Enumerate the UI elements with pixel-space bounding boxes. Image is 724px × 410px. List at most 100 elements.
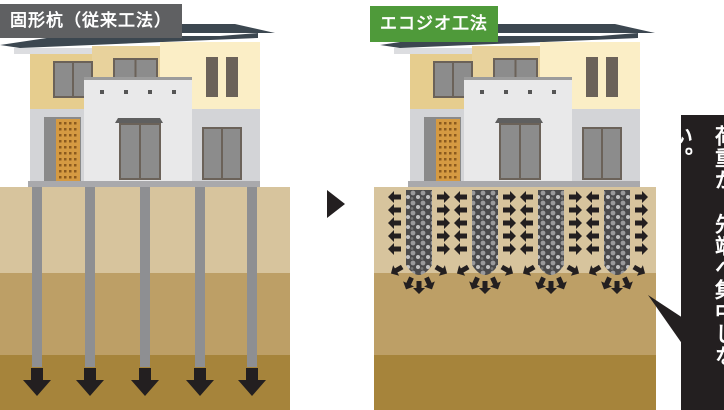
door-dot [59,170,62,173]
door-dot [444,146,447,149]
door-dot [64,170,67,173]
arrow-head [434,264,448,276]
gravel-column [472,190,498,275]
arrow-head [454,217,467,229]
arrow-head [437,204,450,216]
door-dot [69,164,72,167]
arrow-head [456,264,470,276]
door-dot [444,134,447,137]
door-dot [449,176,452,179]
callout-pointer [648,295,683,345]
force-arrow [500,264,514,276]
force-arrow [388,230,401,242]
door-dot [74,134,77,137]
arrow-head [586,217,599,229]
door-dot [59,152,62,155]
force-arrow [437,243,450,255]
load-down-arrow [186,368,214,396]
arrow-head [388,243,401,255]
door-dot [59,128,62,131]
door-dot [59,146,62,149]
arrow-head [535,276,547,290]
force-arrow [535,276,547,290]
door-dot [69,176,72,179]
force-arrow [545,281,557,294]
window [586,57,598,97]
door-dot [59,134,62,137]
solid-pile [140,187,150,367]
arrow-head [635,217,648,229]
door-dot [69,134,72,137]
door-dot [64,140,67,143]
arrow-head [586,191,599,203]
arrow-head [503,230,516,242]
door-dot [74,158,77,161]
solid-pile [85,187,95,367]
arrow-head [520,191,533,203]
light [172,90,176,94]
door-dot [449,146,452,149]
door-dot [74,128,77,131]
force-arrow [569,204,582,216]
arrow-head [437,191,450,203]
force-arrow [437,204,450,216]
force-arrow [520,243,533,255]
door-dot [449,170,452,173]
light [148,90,152,94]
window-pane [141,125,159,178]
door-dot [59,122,62,125]
force-arrow [635,204,648,216]
door-dot [454,176,457,179]
arrow-head [611,281,623,294]
force-arrow [503,204,516,216]
arrow-head [555,276,567,290]
conventional-method-label: 固形杭（従来工法） [0,4,182,38]
arrow-head [520,204,533,216]
arrow-head [503,204,516,216]
window-pane [516,60,536,78]
force-arrow [503,230,516,242]
door-dot [64,146,67,149]
light [528,90,532,94]
door-dot [64,164,67,167]
foundation [408,181,640,187]
roof [470,24,655,33]
force-arrow [635,191,648,203]
arrow-head [569,243,582,255]
force-arrow [456,264,470,276]
next-arrow-icon [327,190,345,218]
arrow-head [388,204,401,216]
door-dot [69,152,72,155]
arrow-head [586,204,599,216]
door-dot [454,140,457,143]
door-dot [444,140,447,143]
force-arrow [520,217,533,229]
solid-pile [32,187,42,367]
arrow-head [635,204,648,216]
arrow-head [454,243,467,255]
foundation [28,181,260,187]
door-dot [69,128,72,131]
force-arrow [388,204,401,216]
arrow-head [586,243,599,255]
door-dot [454,134,457,137]
force-arrow [632,264,646,276]
arrow-head [390,264,404,276]
arrow-head [545,281,557,294]
door-dot [454,164,457,167]
arrow-head [569,204,582,216]
window-pane [136,60,156,78]
door-dot [69,158,72,161]
window [226,57,238,97]
solid-pile [247,187,257,367]
arrow-head [601,276,613,290]
door-dot [449,128,452,131]
door-dot [454,170,457,173]
window-pane [501,125,519,178]
house [0,24,275,187]
door-dot [439,170,442,173]
force-arrow [403,276,415,290]
arrow-head [503,217,516,229]
door-dot [59,176,62,179]
force-arrow [588,264,602,276]
